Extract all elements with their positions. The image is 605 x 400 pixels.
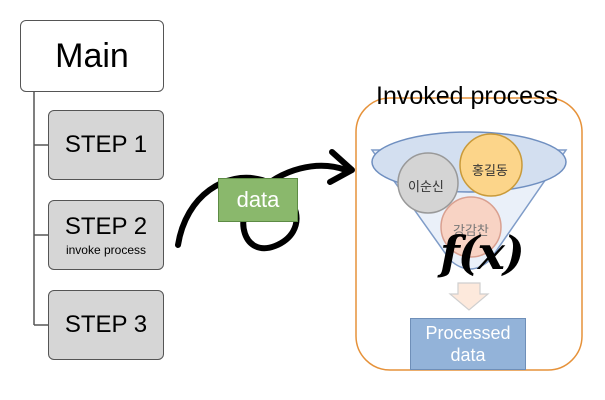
function-symbol: f(x) <box>440 226 525 280</box>
circle-kang <box>440 196 502 258</box>
main-label: Main <box>55 36 129 75</box>
circle-lee <box>397 152 459 214</box>
circle-lee-label: 이순신 <box>408 180 444 195</box>
tree-connectors <box>33 92 48 326</box>
circle-hong <box>459 133 523 197</box>
main-node: Main <box>20 20 164 92</box>
step-1-label: STEP 1 <box>64 131 148 158</box>
output-arrow <box>448 282 490 311</box>
step-3-node: STEP 3 <box>48 290 164 360</box>
step-2-label: STEP 2 <box>64 213 148 240</box>
circle-hong-label: 홍길동 <box>472 164 508 179</box>
step-3-label: STEP 3 <box>64 311 148 338</box>
processed-data-label: Processed data <box>425 323 511 365</box>
data-flow-arrowhead <box>327 149 355 185</box>
data-label: data <box>218 178 298 222</box>
step-2-sublabel: invoke process <box>65 243 147 257</box>
invoked-process-title: Invoked process <box>376 82 559 110</box>
step-1-node: STEP 1 <box>48 110 164 180</box>
processed-data-box: Processed data <box>410 318 526 370</box>
step-2-node: STEP 2 invoke process <box>48 200 164 270</box>
circle-kang-label: 강감찬 <box>453 224 489 239</box>
